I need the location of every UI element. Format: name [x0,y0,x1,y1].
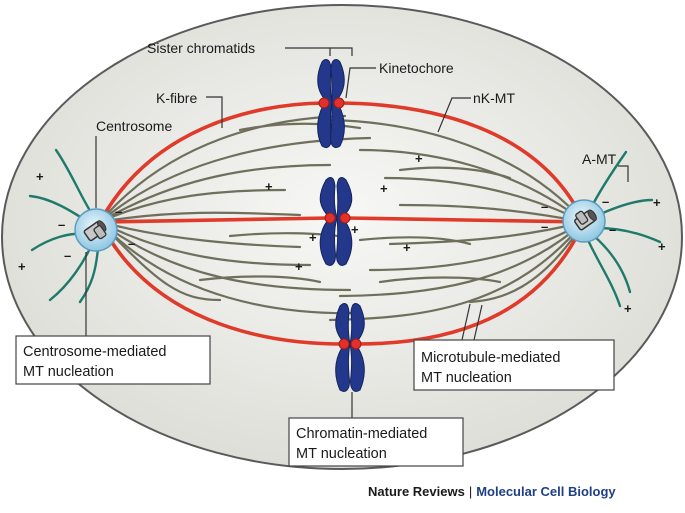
plus-sign: + [403,240,411,255]
label-k-fibre: K-fibre [156,90,197,106]
plus-sign: + [415,151,423,166]
box-centrosome-mediated: Centrosome-mediated MT nucleation [15,335,211,385]
minus-sign: – [128,236,135,251]
k-fibres [98,101,586,346]
box-centrosome-line1: Centrosome-mediated [23,344,166,360]
plus-sign: + [265,179,273,194]
plus-sign: + [351,222,359,237]
plus-sign: + [653,195,661,210]
minus-sign: – [609,222,616,237]
plus-sign: + [36,169,44,184]
plus-sign: + [658,239,666,254]
nk-mt-bundle [98,114,586,322]
minus-sign: – [602,194,609,209]
leader-lines [85,47,629,418]
box-chromatin-line2: MT nucleation [296,446,387,462]
box-microtubule-line2: MT nucleation [421,370,512,386]
publisher-name: Nature Reviews [368,484,465,499]
journal-name: Molecular Cell Biology [476,484,616,499]
journal-credit: Nature Reviews|Molecular Cell Biology [368,484,616,499]
plus-sign: + [295,259,303,274]
label-a-mt: A-MT [582,151,617,167]
label-kinetochore: Kinetochore [379,60,454,76]
centrosome-right [562,199,606,243]
box-microtubule-line1: Microtubule-mediated [421,350,560,366]
chromosome-bottom [335,303,365,392]
chromosome-middle [319,177,353,266]
box-centrosome-line2: MT nucleation [23,364,114,380]
plus-sign: + [624,301,632,316]
minus-sign: – [64,248,71,263]
box-chromatin-mediated: Chromatin-mediated MT nucleation [288,417,464,467]
chromosome-top [317,59,345,148]
label-nk-mt: nK-MT [473,90,515,106]
plus-sign: + [380,181,388,196]
minus-sign: – [115,204,122,219]
label-centrosome: Centrosome [96,118,172,134]
plus-sign: + [309,230,317,245]
plus-sign: + [18,259,26,274]
box-microtubule-mediated: Microtubule-mediated MT nucleation [413,339,615,391]
minus-sign: – [58,217,65,232]
box-chromatin-line1: Chromatin-mediated [296,426,427,442]
credit-separator: | [468,484,473,499]
minus-sign: – [541,199,548,214]
label-sister-chromatids: Sister chromatids [147,40,255,56]
centrosome-left [74,208,118,252]
polarity-signs: + + – – – – + + + + + + + – – – – + + + [18,151,666,316]
minus-sign: – [541,219,548,234]
